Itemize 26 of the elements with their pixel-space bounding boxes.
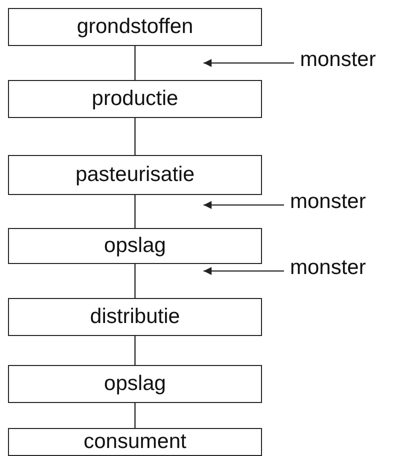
connector-line xyxy=(134,403,136,428)
process-box xyxy=(8,298,262,336)
process-label: consument xyxy=(84,430,186,454)
process-box xyxy=(8,365,262,403)
arrow xyxy=(204,267,284,275)
sample-label: monster xyxy=(300,48,376,72)
connector-line xyxy=(134,46,136,80)
process-box xyxy=(8,228,262,264)
sample-label: monster xyxy=(290,256,366,280)
connector-line xyxy=(134,264,136,298)
process-label: pasteurisatie xyxy=(75,163,195,187)
process-label: opslag xyxy=(104,372,166,396)
connector-line xyxy=(134,118,136,155)
connector-line xyxy=(134,336,136,365)
process-label: grondstoffen xyxy=(76,15,194,39)
process-box xyxy=(8,80,262,118)
arrow xyxy=(204,59,294,67)
arrow xyxy=(204,201,284,209)
process-box xyxy=(8,428,262,456)
sample-label: monster xyxy=(290,190,366,214)
process-label: productie xyxy=(92,87,178,111)
process-label: distributie xyxy=(90,305,180,329)
process-box xyxy=(8,8,262,46)
process-box xyxy=(8,155,262,195)
process-label: opslag xyxy=(104,234,166,258)
connector-line xyxy=(134,195,136,228)
